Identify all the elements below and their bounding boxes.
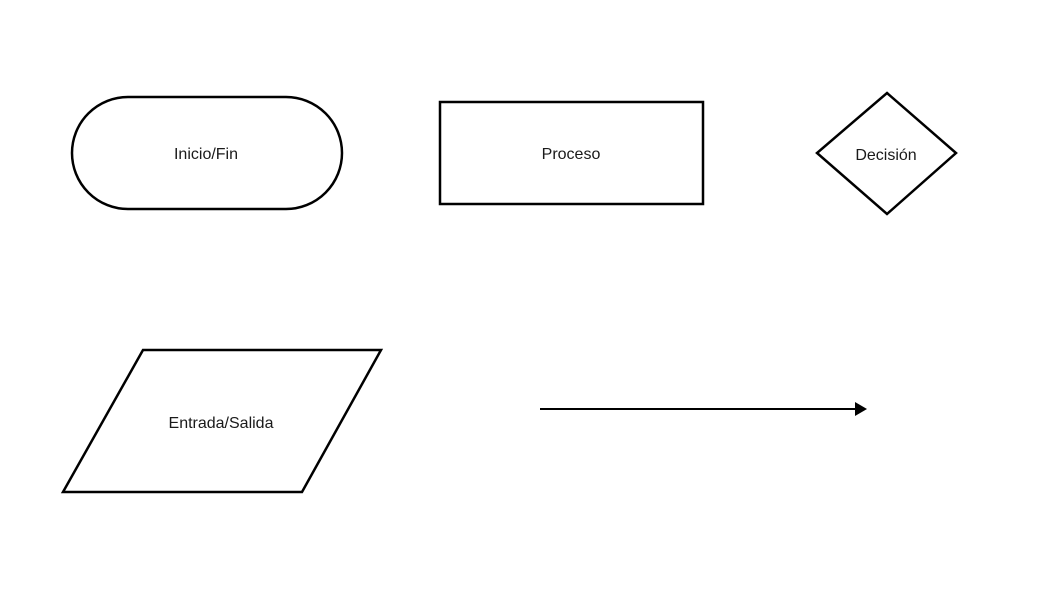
arrow-head-icon [855, 402, 867, 416]
input-output-shape[interactable]: Entrada/Salida [60, 348, 384, 494]
arrow-connector[interactable] [540, 402, 867, 416]
input-output-label: Entrada/Salida [169, 415, 274, 432]
process-shape[interactable]: Proceso [438, 100, 705, 206]
input-output-outline [60, 348, 384, 494]
terminator-outline [70, 95, 344, 211]
terminator-label: Inicio/Fin [174, 146, 238, 163]
decision-label: Decisión [855, 147, 916, 164]
process-outline [438, 100, 705, 206]
decision-outline [815, 91, 958, 216]
terminator-shape[interactable]: Inicio/Fin [70, 95, 344, 211]
decision-shape[interactable]: Decisión [815, 91, 958, 216]
process-label: Proceso [542, 146, 601, 163]
